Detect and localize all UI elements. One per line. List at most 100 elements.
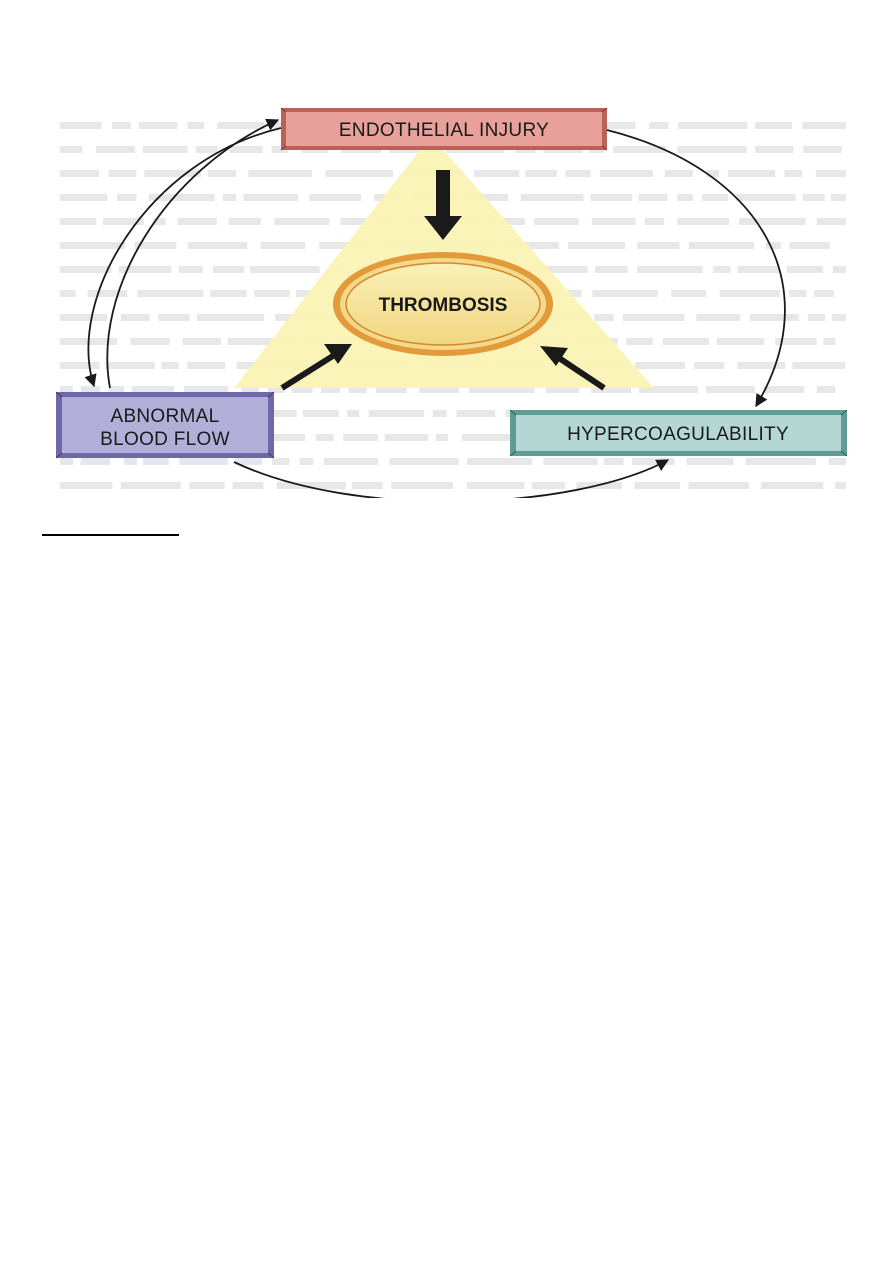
background-text-stroke bbox=[267, 386, 285, 393]
background-text-stroke bbox=[534, 218, 579, 225]
background-text-stroke bbox=[60, 266, 112, 273]
background-text-stroke bbox=[222, 194, 237, 201]
background-text-stroke bbox=[677, 122, 748, 129]
background-text-stroke bbox=[60, 122, 102, 129]
thrombosis-diagram: ENDOTHELIAL INJURY ABNORMAL BLOOD FLOW H… bbox=[56, 100, 850, 498]
background-text-stroke bbox=[117, 194, 137, 201]
abnormal-label-line2: BLOOD FLOW bbox=[100, 429, 230, 450]
background-text-stroke bbox=[543, 458, 598, 465]
abnormal-label-line1: ABNORMAL bbox=[110, 406, 219, 427]
background-text-stroke bbox=[217, 122, 265, 129]
background-text-stroke bbox=[737, 266, 779, 273]
background-text-stroke bbox=[784, 170, 802, 177]
background-text-stroke bbox=[340, 218, 369, 225]
background-text-stroke bbox=[134, 242, 177, 249]
endothelial-injury-fill bbox=[286, 112, 602, 146]
background-text-stroke bbox=[212, 266, 244, 273]
background-text-stroke bbox=[177, 218, 217, 225]
background-text-stroke bbox=[229, 146, 263, 153]
background-text-stroke bbox=[60, 242, 126, 249]
background-text-stroke bbox=[118, 266, 172, 273]
background-text-stroke bbox=[250, 266, 320, 273]
background-text-stroke bbox=[595, 266, 628, 273]
curve-abnormal-to-endothelial bbox=[106, 118, 280, 389]
background-text-stroke bbox=[688, 242, 754, 249]
background-text-stroke bbox=[60, 146, 83, 153]
background-text-stroke bbox=[148, 194, 215, 201]
heading-underline bbox=[42, 534, 179, 536]
background-text-stroke bbox=[719, 290, 780, 297]
background-text-stroke bbox=[187, 362, 226, 369]
background-text-stroke bbox=[816, 386, 836, 393]
background-text-stroke bbox=[60, 170, 100, 177]
background-text-stroke bbox=[637, 242, 680, 249]
background-text-stroke bbox=[754, 122, 792, 129]
background-text-stroke bbox=[60, 482, 113, 489]
background-text-stroke bbox=[87, 290, 127, 297]
background-text-stroke bbox=[389, 458, 459, 465]
background-text-stroke bbox=[432, 410, 447, 417]
background-text-stroke bbox=[184, 386, 228, 393]
background-text-stroke bbox=[347, 410, 360, 417]
background-text-stroke bbox=[815, 170, 846, 177]
background-text-stroke bbox=[234, 458, 263, 465]
endothelial-injury-box: ENDOTHELIAL INJURY bbox=[280, 107, 608, 151]
arrow-hypercoagulability-to-thrombosis bbox=[540, 346, 606, 391]
background-text-stroke bbox=[243, 194, 298, 201]
background-text-stroke bbox=[248, 170, 312, 177]
background-text-stroke bbox=[210, 290, 247, 297]
background-text-stroke bbox=[316, 434, 334, 441]
background-text-stroke bbox=[745, 458, 816, 465]
background-text-stroke bbox=[525, 170, 557, 177]
background-text-stroke bbox=[764, 386, 804, 393]
background-text-stroke bbox=[274, 218, 330, 225]
background-text-stroke bbox=[351, 482, 383, 489]
background-text-stroke bbox=[182, 338, 222, 345]
background-text-stroke bbox=[662, 338, 710, 345]
background-text-stroke bbox=[189, 482, 225, 489]
background-text-stroke bbox=[789, 242, 830, 249]
endothelial-injury-label: ENDOTHELIAL INJURY bbox=[339, 120, 549, 141]
background-text-stroke bbox=[60, 314, 108, 321]
background-text-stroke bbox=[179, 458, 229, 465]
background-text-stroke bbox=[739, 218, 806, 225]
background-text-stroke bbox=[228, 218, 261, 225]
background-text-stroke bbox=[677, 146, 747, 153]
background-text-stroke bbox=[467, 458, 533, 465]
background-text-stroke bbox=[823, 338, 836, 345]
background-text-stroke bbox=[802, 122, 846, 129]
background-text-stroke bbox=[178, 266, 203, 273]
background-text-stroke bbox=[319, 242, 370, 249]
background-text-stroke bbox=[786, 266, 823, 273]
hypercoagulability-box: HYPERCOAGULABILITY bbox=[509, 409, 848, 457]
background-text-stroke bbox=[111, 122, 131, 129]
background-text-stroke bbox=[613, 146, 667, 153]
background-text-stroke bbox=[143, 458, 169, 465]
background-text-stroke bbox=[816, 218, 846, 225]
background-text-stroke bbox=[96, 146, 135, 153]
background-text-stroke bbox=[60, 458, 74, 465]
background-text-stroke bbox=[384, 434, 428, 441]
background-text-stroke bbox=[461, 434, 512, 441]
background-text-stroke bbox=[765, 242, 781, 249]
background-text-stroke bbox=[303, 410, 339, 417]
background-text-stroke bbox=[60, 386, 73, 393]
background-text-stroke bbox=[291, 386, 313, 393]
background-text-stroke bbox=[207, 170, 237, 177]
background-text-stroke bbox=[736, 194, 796, 201]
background-text-stroke bbox=[835, 482, 846, 489]
background-text-stroke bbox=[713, 266, 731, 273]
background-text-stroke bbox=[545, 386, 580, 393]
background-text-stroke bbox=[153, 218, 166, 225]
background-text-stroke bbox=[626, 338, 653, 345]
background-text-stroke bbox=[60, 362, 100, 369]
background-text-stroke bbox=[706, 170, 719, 177]
background-text-stroke bbox=[664, 170, 693, 177]
thrombosis-label: THROMBOSIS bbox=[379, 295, 508, 316]
arrow-abnormal-to-thrombosis bbox=[280, 344, 352, 391]
background-text-stroke bbox=[696, 314, 740, 321]
background-text-stroke bbox=[368, 410, 425, 417]
background-text-stroke bbox=[271, 146, 289, 153]
background-text-stroke bbox=[309, 194, 362, 201]
background-text-stroke bbox=[807, 314, 826, 321]
